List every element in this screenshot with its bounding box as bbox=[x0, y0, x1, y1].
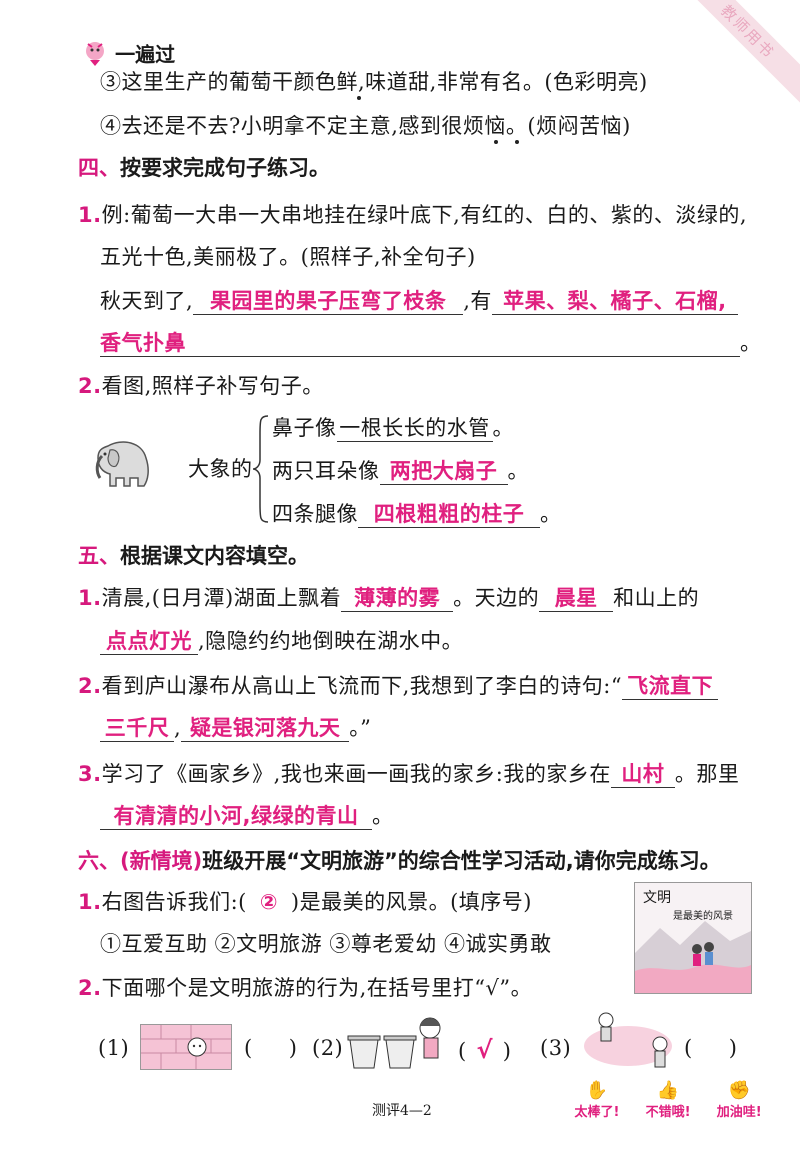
brand-logo: 一遍过 bbox=[80, 38, 175, 68]
choice-2-bracket[interactable]: (√) bbox=[458, 1036, 512, 1064]
section-4-heading: 四、按要求完成句子练习。 bbox=[78, 156, 330, 180]
answer-blank[interactable]: 晨星 bbox=[539, 585, 614, 612]
answer-blank[interactable]: 香气扑鼻 bbox=[100, 330, 740, 357]
answer-blank[interactable]: 山村 bbox=[610, 761, 675, 788]
emphasis-dot bbox=[515, 140, 519, 144]
thumbs-up-icon: 👍 bbox=[656, 1080, 680, 1101]
logo-text: 一遍过 bbox=[115, 42, 176, 67]
flower-picking-picture bbox=[584, 1012, 672, 1068]
trash-bins-picture bbox=[347, 1017, 441, 1069]
poster-subtitle: 是最美的风景 bbox=[673, 911, 733, 922]
teacher-edition-tag: 教师用书 bbox=[674, 0, 800, 105]
brace bbox=[252, 415, 269, 523]
choice-1-bracket[interactable]: () bbox=[244, 1036, 298, 1060]
s4-q1-answer-line2: 香气扑鼻。 bbox=[100, 330, 762, 357]
answer-blank[interactable]: 薄薄的雾 bbox=[341, 585, 454, 612]
s5-q2-line2: 三千尺,疑是银河落九天。” bbox=[100, 712, 371, 742]
rating-badges: ✋ 太棒了! 👍 不错哦! ✊ 加油哇! bbox=[566, 1080, 770, 1120]
s5-q1-line1: 1.清晨,(日月潭)湖面上飘着薄薄的雾。天边的晨星和山上的 bbox=[78, 585, 700, 612]
poster-title: 文明 bbox=[643, 890, 671, 906]
choice-3-bracket[interactable]: () bbox=[684, 1036, 738, 1060]
wall-graffiti-picture bbox=[140, 1024, 232, 1070]
s3-item-3: ③这里生产的葡萄干颜色鲜,味道甜,非常有名。(色彩明亮) bbox=[100, 70, 648, 94]
badge-good: 不错哦! bbox=[645, 1105, 691, 1120]
s5-q1-line2: 点点灯光,隐隐约约地倒映在湖水中。 bbox=[100, 625, 463, 655]
answer-choice[interactable]: ② bbox=[259, 890, 279, 914]
s6-options: ①互爱互助 ②文明旅游 ③尊老爱幼 ④诚实勇敢 bbox=[100, 932, 552, 956]
answer-blank[interactable]: 两把大扇子 bbox=[379, 458, 508, 485]
s4-q2-row3: 四条腿像四根粗粗的柱子。 bbox=[272, 501, 562, 528]
section-6-heading: 六、(新情境)班级开展“文明旅游”的综合性学习活动,请你完成练习。 bbox=[78, 849, 721, 873]
clap-icon: ✋ bbox=[585, 1080, 609, 1101]
answer-blank[interactable]: 有清清的小河,绿绿的青山 bbox=[100, 803, 372, 830]
fist-icon: ✊ bbox=[727, 1080, 751, 1101]
civilized-travel-poster: 文明 是最美的风景 bbox=[634, 882, 752, 994]
answer-blank[interactable]: 三千尺 bbox=[100, 715, 174, 742]
s4-q2-row2: 两只耳朵像两把大扇子。 bbox=[272, 458, 529, 485]
answer-blank[interactable]: 点点灯光 bbox=[100, 628, 198, 655]
emphasis-dot bbox=[357, 96, 361, 100]
s5-q3-line1: 3.学习了《画家乡》,我也来画一画我的家乡:我的家乡在山村。那里 bbox=[78, 761, 740, 788]
badge-great: 太棒了! bbox=[574, 1105, 620, 1120]
s4-q2-prompt: 2.看图,照样子补写句子。 bbox=[78, 374, 324, 398]
s5-q2-line1: 2.看到庐山瀑布从高山上飞流而下,我想到了李白的诗句:“飞流直下 bbox=[78, 670, 719, 700]
page-number: 测评4—2 bbox=[372, 1103, 432, 1119]
s6-q2: 2.下面哪个是文明旅游的行为,在括号里打“√”。 bbox=[78, 976, 533, 1000]
answer-blank[interactable]: 疑是银河落九天 bbox=[181, 715, 350, 742]
choice-2-label: (2) bbox=[312, 1036, 344, 1060]
s4-q2-row1: 鼻子像一根长长的水管。 bbox=[272, 415, 514, 442]
badge-keep-going: 加油哇! bbox=[716, 1105, 762, 1120]
s6-q1: 1.右图告诉我们:(②)是最美的风景。(填序号) bbox=[78, 890, 532, 914]
example-blank: 一根长长的水管 bbox=[336, 415, 493, 442]
s4-q1-answer-line: 秋天到了,果园里的果子压弯了枝条,有苹果、梨、橘子、石榴, bbox=[100, 285, 738, 315]
s4-q2-subject: 大象的 bbox=[188, 457, 253, 481]
s3-item-4: ④去还是不去?小明拿不定主意,感到很烦恼。(烦闷苦恼) bbox=[100, 114, 631, 138]
answer-blank[interactable]: 飞流直下 bbox=[622, 673, 719, 700]
s4-q1-line1: 1.例:葡萄一大串一大串地挂在绿叶底下,有红的、白的、紫的、淡绿的, bbox=[78, 203, 748, 227]
elephant-icon bbox=[95, 441, 149, 487]
answer-blank[interactable]: 四根粗粗的柱子 bbox=[358, 501, 540, 528]
graffiti-icon bbox=[141, 1025, 231, 1069]
mountain-scene-icon bbox=[635, 921, 751, 993]
emphasis-dot bbox=[494, 140, 498, 144]
choice-1-label: (1) bbox=[98, 1036, 130, 1060]
s4-q1-line2: 五光十色,美丽极了。(照样子,补全句子) bbox=[100, 245, 476, 269]
choice-3-label: (3) bbox=[540, 1036, 572, 1060]
answer-blank[interactable]: 果园里的果子压弯了枝条 bbox=[193, 288, 464, 315]
s5-q3-line2: 有清清的小河,绿绿的青山。 bbox=[100, 800, 394, 830]
section-5-heading: 五、根据课文内容填空。 bbox=[78, 544, 309, 568]
mascot-icon bbox=[86, 42, 104, 66]
answer-blank[interactable]: 苹果、梨、橘子、石榴, bbox=[491, 288, 738, 315]
